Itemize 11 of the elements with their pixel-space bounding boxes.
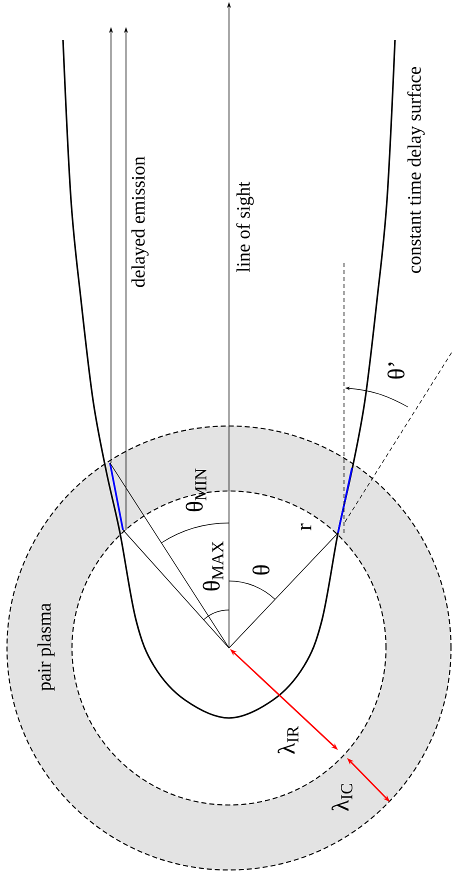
- axis-label: line of sight: [236, 182, 254, 272]
- angle-label: θ: [252, 565, 270, 575]
- curve-label: constant time delay surface: [407, 66, 425, 273]
- length-label: λ$_{IC}$: [332, 784, 352, 811]
- angle-label: θ’: [387, 362, 404, 379]
- region-label: pair plasma: [37, 603, 55, 691]
- angle-label: θ$_{MAX}$: [202, 541, 224, 590]
- radius-label: r: [300, 524, 312, 530]
- axis-label: delayed emission: [131, 156, 149, 287]
- length-label: λ$_{IR}$: [278, 726, 298, 754]
- angle-label: θ$_{MIN}$: [186, 468, 206, 512]
